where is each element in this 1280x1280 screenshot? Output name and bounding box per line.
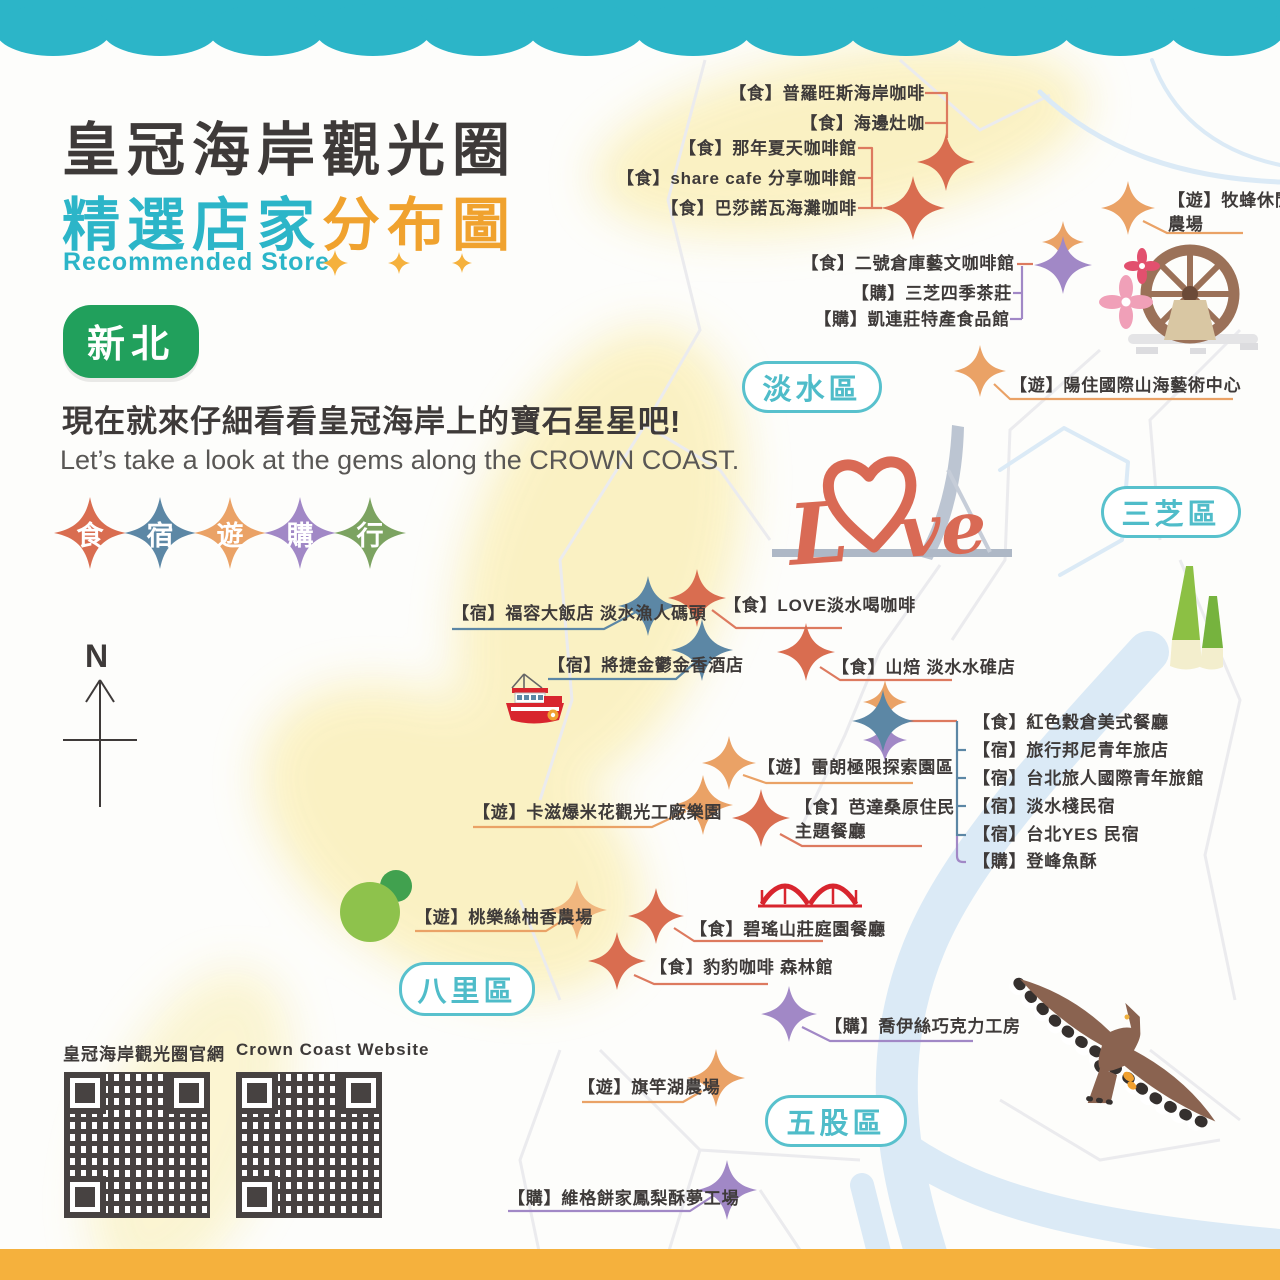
svg-text:ve: ve — [896, 483, 989, 574]
qr-finder-icon — [64, 1176, 106, 1218]
tagline-en: Let’s take a look at the gems along the … — [60, 445, 740, 475]
marker-label: 【食】那年夏天咖啡館 — [679, 139, 857, 158]
district-badge-sanzhi[interactable]: 三芝區 — [1101, 486, 1241, 538]
red-arch-bridge-icon — [758, 883, 862, 908]
waterwheel-icon — [1128, 244, 1258, 354]
legend-item-play: 遊 — [194, 497, 266, 569]
bridge-tower-icon — [772, 425, 1012, 560]
qr-finder-icon — [340, 1072, 382, 1114]
subtitle-en: Recommended Store — [63, 248, 331, 276]
marker-sparkle-food[interactable] — [732, 789, 790, 847]
pomelo-icon — [340, 870, 412, 942]
qr-right-label: Crown Coast Website — [236, 1040, 430, 1059]
marker-label-line1: 【食】芭達桑原住民 — [795, 798, 956, 817]
legend-label-play: 遊 — [216, 520, 244, 551]
love-sculpture-icon: L ve — [783, 456, 989, 585]
marker-label: 【食】芭達桑原住民 主題餐廳 — [795, 796, 955, 844]
marker-sparkle-stay[interactable] — [852, 690, 914, 752]
marker-label: 【宿】福容大飯店 淡水漁人碼頭 — [452, 604, 707, 623]
svg-text:L: L — [783, 482, 851, 585]
qr-left-label: 皇冠海岸觀光圈官網 — [63, 1045, 225, 1064]
title-accent: 分布圖 — [322, 193, 518, 258]
marker-label: 【遊】雷朗極限探索園區 — [758, 758, 954, 777]
qr-code-website[interactable] — [236, 1072, 382, 1218]
bamboo-shoots-icon — [1170, 566, 1223, 670]
qr-finder-icon — [64, 1072, 106, 1114]
marker-label: 【食】海邊灶咖 — [800, 114, 925, 133]
marker-label: 【遊】卡滋爆米花觀光工廠樂園 — [473, 803, 723, 822]
compass-north-label: N — [85, 638, 109, 674]
marker-label: 【遊】陽住國際山海藝術中心 — [1010, 376, 1242, 395]
marker-sparkle-food[interactable] — [588, 932, 646, 990]
cherry-blossom-icon — [1099, 248, 1160, 329]
marker-label: 【食】巴莎諾瓦海灘咖啡 — [661, 199, 857, 218]
marker-label: 【遊】牧蜂休閒 農場 — [1168, 189, 1280, 237]
page-title: 皇冠海岸觀光圈 — [62, 118, 518, 183]
marker-label: 【購】三芝四季茶莊 — [851, 284, 1012, 303]
marker-label-line2: 農場 — [1168, 215, 1204, 234]
marker-label: 【食】碧瑤山莊庭園餐廳 — [690, 920, 886, 939]
district-badge-wugu[interactable]: 五股區 — [765, 1095, 907, 1147]
qr-code-official-site[interactable] — [64, 1072, 210, 1218]
deco-sparkle-icon — [388, 252, 410, 274]
marker-label: 【食】二號倉庫藝文咖啡館 — [801, 254, 1015, 273]
tagline-zh: 現在就來仔細看看皇冠海岸上的寶石星星吧! — [62, 404, 682, 439]
marker-label-line1: 【遊】牧蜂休閒 — [1168, 191, 1280, 210]
marker-label: 【宿】淡水棧民宿 — [973, 797, 1116, 816]
marker-label: 【食】豹豹咖啡 森林館 — [650, 958, 834, 977]
marker-label: 【宿】台北YES 民宿 — [973, 825, 1140, 844]
marker-label: 【購】維格餅家鳳梨酥夢工場 — [508, 1189, 740, 1208]
marker-label: 【遊】旗竿湖農場 — [578, 1078, 721, 1097]
marker-sparkle-shop[interactable] — [761, 986, 817, 1042]
qr-finder-icon — [168, 1072, 210, 1114]
legend-label-shop: 購 — [286, 520, 314, 551]
marker-sparkle-food[interactable] — [881, 176, 945, 240]
marker-sparkle-shop[interactable] — [1034, 236, 1092, 294]
marker-label: 【遊】桃樂絲柚香農場 — [415, 908, 593, 927]
district-badge-tamsui[interactable]: 淡水區 — [742, 361, 882, 413]
top-wave-band — [0, 0, 1280, 56]
marker-label: 【食】紅色穀倉美式餐廳 — [973, 713, 1169, 732]
marker-label: 【食】普羅旺斯海岸咖啡 — [729, 84, 925, 103]
qr-finder-icon — [236, 1176, 278, 1218]
legend-label-stay: 宿 — [146, 520, 174, 551]
legend-label-transport: 行 — [356, 520, 384, 551]
district-badge-bali[interactable]: 八里區 — [399, 962, 535, 1016]
deco-sparkle-icon — [322, 250, 348, 276]
river-shapes — [850, 58, 1280, 1280]
legend-item-stay: 宿 — [124, 497, 196, 569]
area-badge: 新北 — [63, 305, 200, 378]
legend-item-shop: 購 — [264, 497, 336, 569]
deco-sparkle-icon — [452, 253, 472, 273]
marker-label: 【購】凱連莊特產食品館 — [814, 310, 1010, 329]
marker-sparkle-play[interactable] — [1101, 181, 1155, 235]
compass-icon — [63, 679, 137, 807]
marker-label: 【宿】台北旅人國際青年旅館 — [973, 769, 1205, 788]
marker-label: 【宿】旅行邦尼青年旅店 — [973, 741, 1169, 760]
fishing-boat-icon — [506, 673, 564, 724]
marker-label: 【宿】將捷金鬱金香酒店 — [548, 656, 744, 675]
marker-sparkle-food[interactable] — [777, 623, 835, 681]
legend-label-food: 食 — [76, 520, 104, 551]
marker-label: 【購】登峰魚酥 — [973, 852, 1098, 871]
marker-label: 【食】山焙 淡水水碓店 — [832, 658, 1016, 677]
legend-item-food: 食 — [54, 497, 126, 569]
bottom-accent-bar — [0, 1249, 1280, 1280]
qr-finder-icon — [236, 1072, 278, 1114]
legend-item-transport: 行 — [334, 497, 406, 569]
eagle-icon — [1009, 977, 1216, 1136]
marker-sparkle-play[interactable] — [954, 345, 1006, 397]
marker-label: 【食】LOVE淡水喝咖啡 — [724, 596, 916, 615]
page-title-line2: 精選店家分布圖 — [62, 178, 517, 262]
title-highlight: 精選店家 — [62, 193, 323, 258]
marker-label: 【購】喬伊絲巧克力工房 — [825, 1017, 1021, 1036]
marker-label-line2: 主題餐廳 — [795, 822, 867, 841]
marker-label: 【食】share cafe 分享咖啡館 — [616, 169, 857, 188]
